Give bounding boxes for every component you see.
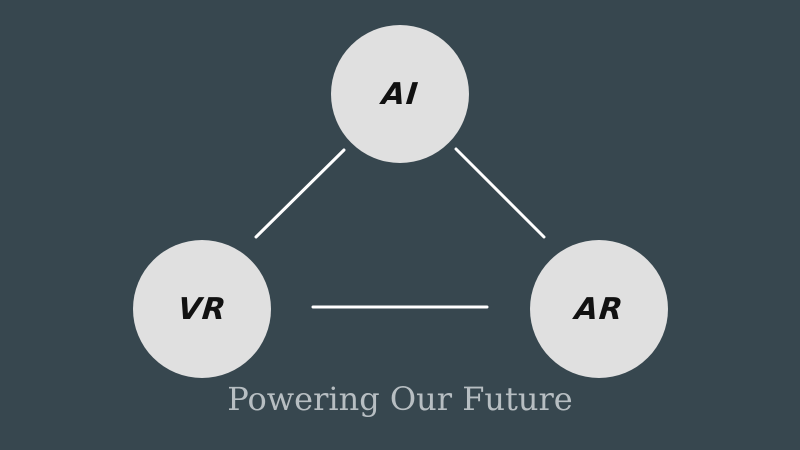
node-ar: AR (530, 240, 668, 378)
node-ai: AI (331, 25, 469, 163)
node-ar-label: AR (572, 291, 625, 327)
edge-ai-vr (254, 148, 346, 239)
diagram-caption: Powering Our Future (227, 380, 573, 418)
edge-ai-ar (454, 147, 546, 239)
node-ai-label: AI (379, 76, 421, 112)
node-vr: VR (133, 240, 271, 378)
node-vr-label: VR (175, 291, 228, 327)
